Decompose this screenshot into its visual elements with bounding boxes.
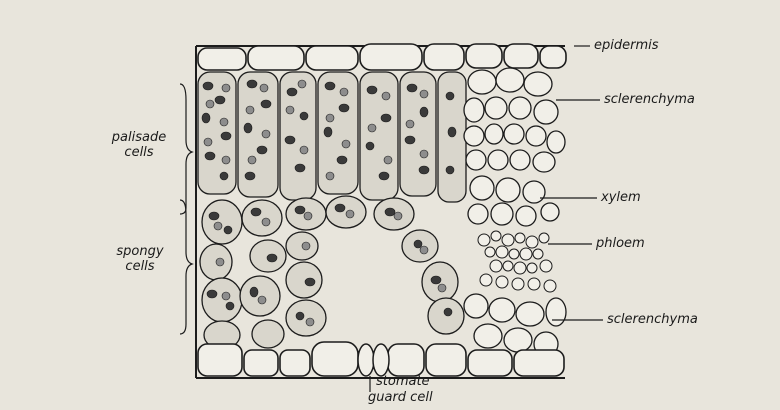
stomate-label: stomate [376,374,430,389]
guard-cell-label: guard cell [368,390,433,405]
palisade-cells-label-line-2: cells [104,145,174,160]
xylem-label: xylem [601,190,641,205]
upper-epidermis [198,44,566,70]
sclerenchyma-top-label: sclerenchyma [604,92,695,107]
spongy-cells-label: spongy cells [110,244,170,274]
spongy-cells-label-line-2: cells [110,259,170,274]
phloem-cells [478,231,556,292]
palisade-cells-label-line-1: palisade [104,130,174,145]
phloem-label: phloem [596,236,645,251]
spongy-cells [200,196,464,349]
sclerenchyma-bottom-label: sclerenchyma [607,312,698,327]
spongy-cells-label-line-1: spongy [110,244,170,259]
guard-cells [358,344,389,376]
xylem-vessels [468,176,559,226]
epidermis-label: epidermis [594,38,659,53]
palisade-cells-label: palisade cells [104,130,174,160]
